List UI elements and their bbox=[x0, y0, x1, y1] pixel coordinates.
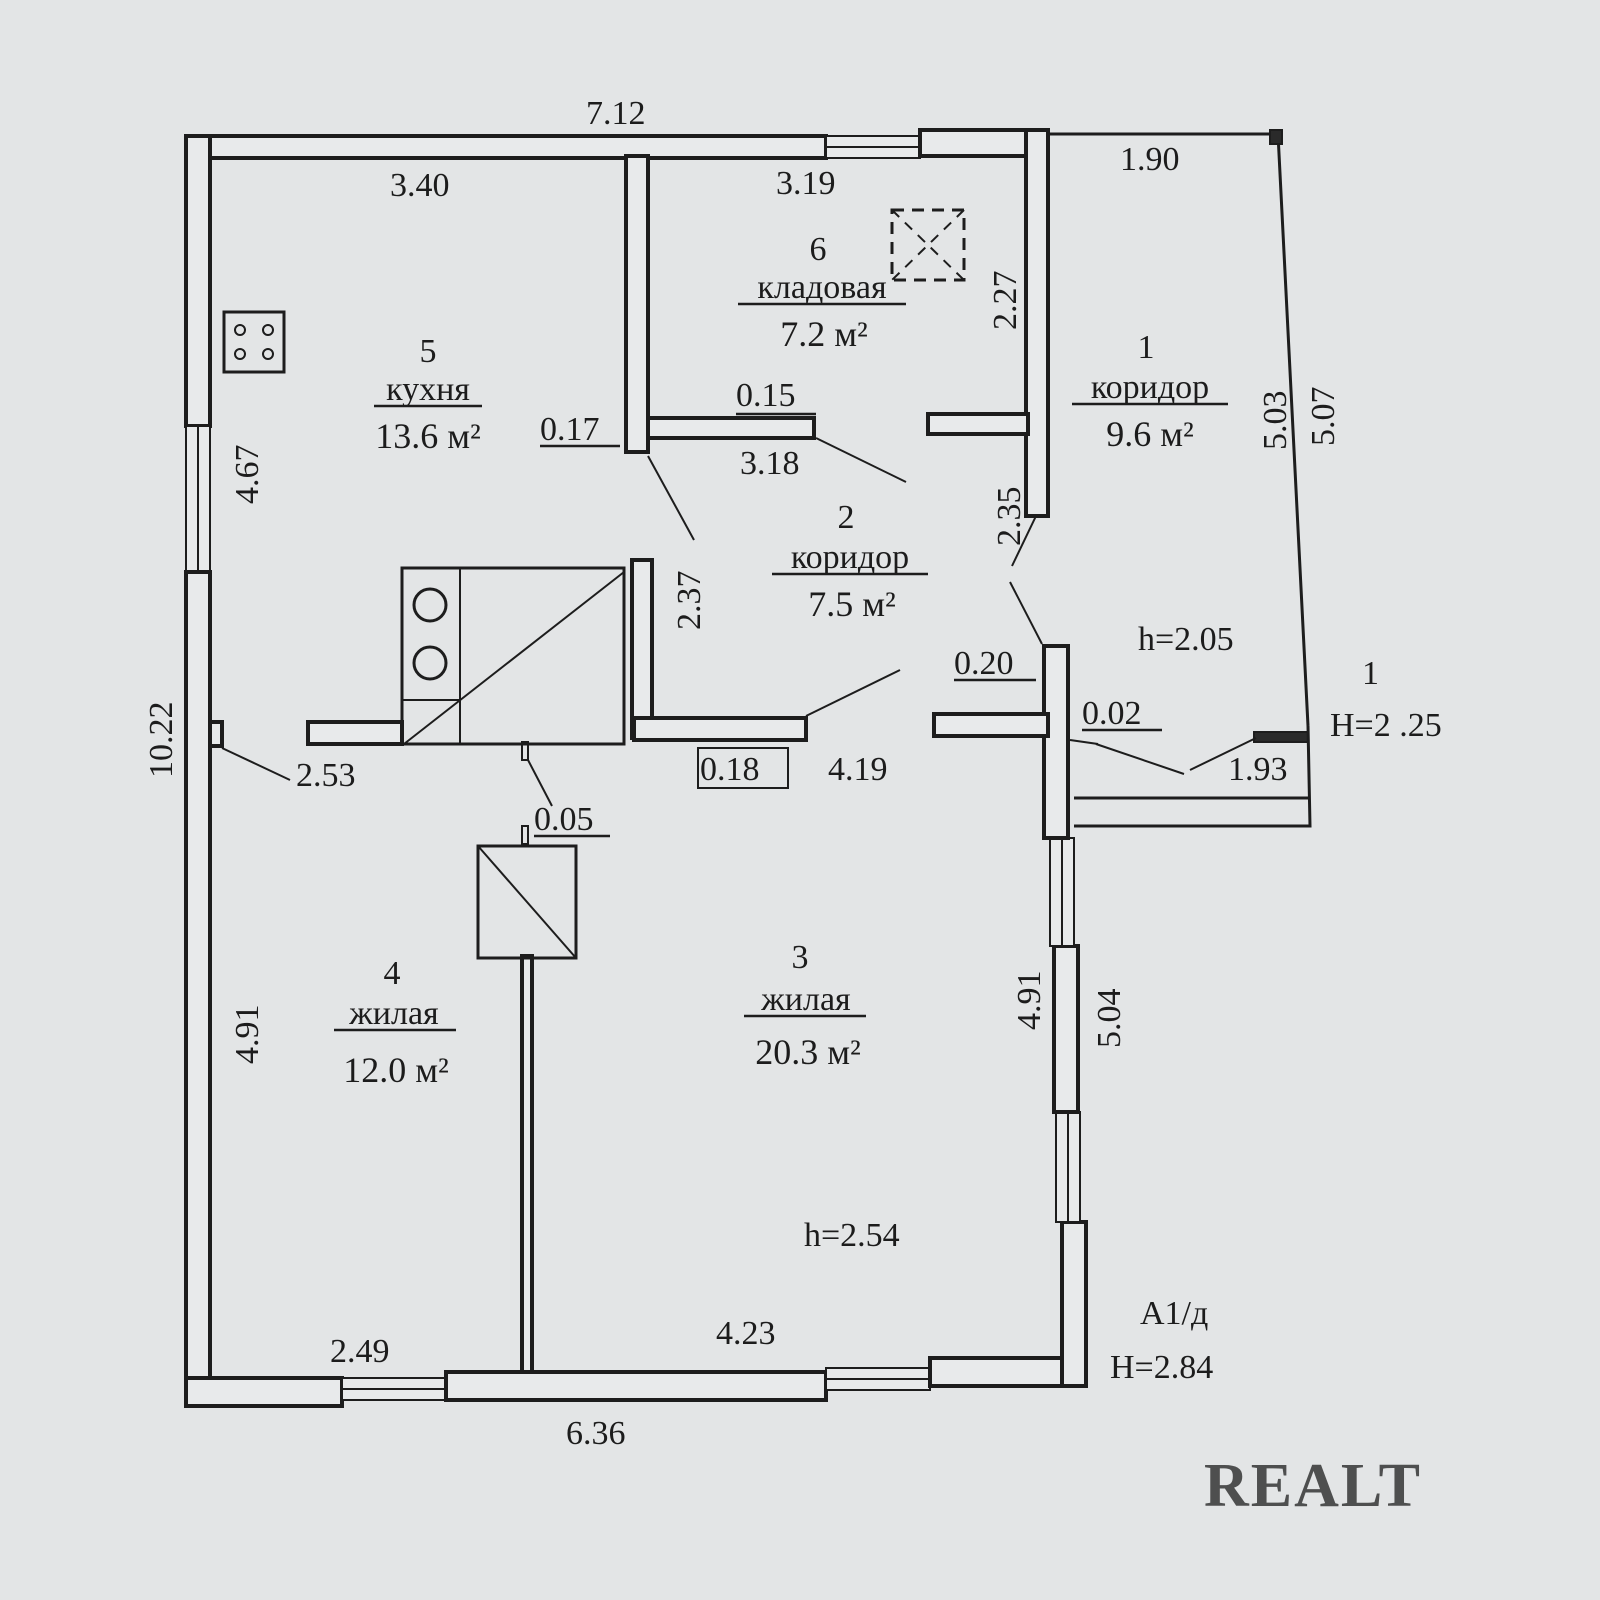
svg-text:кладовая: кладовая bbox=[757, 269, 887, 306]
wall-kitchen-storage bbox=[624, 154, 650, 454]
dim-room3-right-outer: 5.04 bbox=[1091, 989, 1128, 1049]
dim-room4-bottom: 2.49 bbox=[330, 1333, 390, 1370]
dim-bottom-total: 6.36 bbox=[566, 1415, 626, 1452]
dim-wall-017: 0.17 bbox=[540, 411, 600, 448]
dim-wall-015: 0.15 bbox=[736, 377, 796, 414]
svg-text:жилая: жилая bbox=[760, 981, 851, 1018]
wall-corridor2-bottom bbox=[632, 716, 808, 742]
corridor1-ceiling-height: h=2.05 bbox=[1138, 621, 1234, 658]
dim-kitchen-bottom: 2.53 bbox=[296, 757, 356, 794]
wall-bottom-mid bbox=[444, 1370, 828, 1402]
room-2-label: 2 коридор 7.5 м² bbox=[772, 499, 928, 624]
dim-corridor1-right-inner: 5.03 bbox=[1257, 391, 1294, 451]
room-1-label: 1 коридор 9.6 м² bbox=[1072, 329, 1228, 454]
dim-wall-020: 0.20 bbox=[954, 645, 1014, 682]
wall-storage-right bbox=[1024, 128, 1050, 518]
svg-text:кухня: кухня bbox=[386, 371, 470, 408]
dim-corridor1-top: 1.90 bbox=[1120, 141, 1180, 178]
room3-ceiling-height: h=2.54 bbox=[804, 1217, 900, 1254]
room-3-label: 3 жилая 20.3 м² bbox=[744, 939, 866, 1072]
svg-text:коридор: коридор bbox=[1091, 369, 1209, 406]
main-block-height: H=2.84 bbox=[1110, 1349, 1213, 1386]
svg-text:4: 4 bbox=[384, 955, 401, 992]
svg-text:9.6 м²: 9.6 м² bbox=[1106, 414, 1194, 454]
dim-storage-side: 2.27 bbox=[987, 271, 1024, 331]
svg-text:20.3 м²: 20.3 м² bbox=[755, 1032, 861, 1072]
dim-room4-left: 4.91 bbox=[229, 1005, 266, 1065]
dim-kitchen-top: 3.40 bbox=[390, 167, 450, 204]
svg-text:3: 3 bbox=[792, 939, 809, 976]
annex-label: 1 bbox=[1362, 655, 1379, 692]
room-4-label: 4 жилая 12.0 м² bbox=[334, 955, 456, 1090]
annex-height: H=2 .25 bbox=[1330, 707, 1442, 744]
dim-room3-bottom: 4.23 bbox=[716, 1315, 776, 1352]
svg-text:7.2 м²: 7.2 м² bbox=[780, 314, 868, 354]
svg-text:1: 1 bbox=[1138, 329, 1155, 366]
svg-text:2: 2 bbox=[838, 499, 855, 536]
cabinet-icon bbox=[476, 844, 578, 960]
wall-storage-bottom-right bbox=[926, 412, 1030, 436]
wall-bottom-left bbox=[184, 1376, 344, 1408]
ventilation-icon bbox=[890, 208, 966, 282]
wall-room3-room4 bbox=[520, 954, 534, 1374]
svg-text:5: 5 bbox=[420, 333, 437, 370]
main-block-label: А1/д bbox=[1140, 1295, 1208, 1332]
dim-corridor1-right-outer: 5.07 bbox=[1305, 387, 1342, 447]
dim-kitchen-left: 4.67 bbox=[229, 445, 266, 505]
stove-icon bbox=[222, 310, 286, 374]
room-5-label: 5 кухня 13.6 м² bbox=[374, 333, 482, 456]
dim-wall-018: 0.18 bbox=[700, 751, 760, 788]
svg-text:7.5 м²: 7.5 м² bbox=[808, 584, 896, 624]
wall-right-mid bbox=[1052, 944, 1080, 1114]
dim-corridor1-bottom: 1.93 bbox=[1228, 751, 1288, 788]
wall-left-lower bbox=[184, 570, 212, 1408]
wall-right-lower bbox=[1060, 1220, 1088, 1388]
dim-wall-005: 0.05 bbox=[534, 801, 594, 838]
svg-text:12.0 м²: 12.0 м² bbox=[343, 1050, 449, 1090]
annex-corner-post bbox=[1269, 129, 1283, 145]
dim-wall-002: 0.02 bbox=[1082, 695, 1142, 732]
dim-storage-top: 3.19 bbox=[776, 165, 836, 202]
svg-text:13.6 м²: 13.6 м² bbox=[375, 416, 481, 456]
realt-watermark-logo: REALT bbox=[1204, 1452, 1422, 1520]
wall-corridor2-left bbox=[630, 558, 654, 740]
wall-kitchen-bottom bbox=[306, 720, 404, 746]
svg-text:коридор: коридор bbox=[791, 539, 909, 576]
furnace-icon bbox=[400, 566, 626, 746]
wall-right-upper bbox=[1042, 644, 1070, 840]
room-6-label: 6 кладовая 7.2 м² bbox=[738, 231, 906, 354]
wall-top-left bbox=[186, 134, 828, 160]
annex-wall-bottom-right bbox=[1253, 731, 1309, 743]
dim-storage-bottom: 3.18 bbox=[740, 445, 800, 482]
dim-corridor2-left: 2.37 bbox=[671, 571, 708, 631]
dim-top-total: 7.12 bbox=[586, 95, 646, 132]
svg-text:6: 6 bbox=[810, 231, 827, 268]
dim-corridor2-bottom: 4.19 bbox=[828, 751, 888, 788]
wall-corridor-right-stub bbox=[932, 712, 1050, 738]
dim-corridor2-right: 2.35 bbox=[991, 487, 1028, 547]
dim-room3-right-inner: 4.91 bbox=[1011, 971, 1048, 1031]
wall-left-upper bbox=[184, 134, 212, 428]
dim-total-left: 10.22 bbox=[143, 702, 180, 779]
svg-text:жилая: жилая bbox=[348, 995, 439, 1032]
wall-storage-bottom bbox=[646, 416, 816, 440]
